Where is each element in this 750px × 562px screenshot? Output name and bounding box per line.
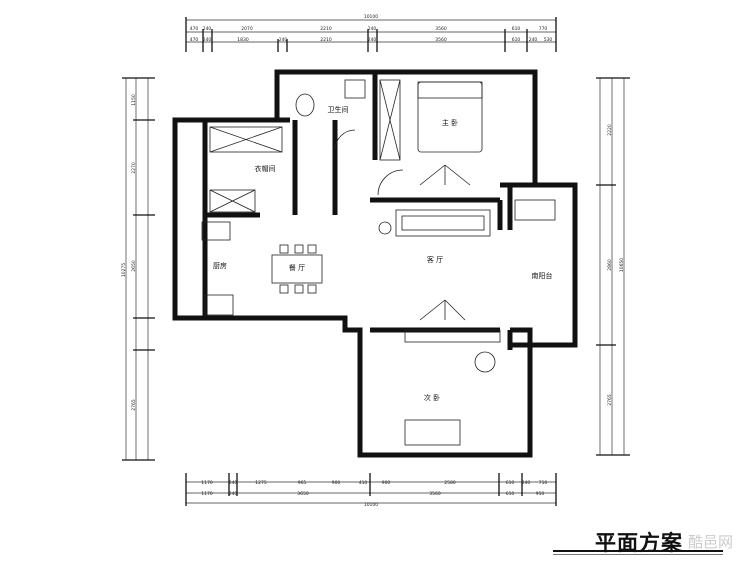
dim-label: 410 (359, 480, 368, 486)
dim-label: 2580 (444, 480, 456, 486)
left-dimensions: 10275 1150 2270 2650 2765 (121, 77, 155, 461)
dim-label: 2070 (241, 26, 253, 32)
title-underline (553, 550, 723, 552)
dim-label: 2765 (131, 399, 137, 411)
dim-label: 1150 (131, 94, 137, 106)
room-label-living: 客 厅 (427, 255, 443, 264)
cloak-cabinet (209, 126, 283, 153)
dim-label: 3560 (429, 491, 441, 497)
dim-label: 240 (368, 37, 377, 43)
right-dimensions: 2220 2860 2765 10650 (596, 77, 630, 456)
kitchen-sink (201, 221, 231, 241)
dim-label: 900 (332, 480, 341, 486)
dining-table (271, 254, 323, 284)
dim-label: 240 (203, 37, 212, 43)
stove (204, 294, 234, 316)
room-label-cloakroom: 衣帽间 (255, 164, 276, 173)
sofa (395, 209, 491, 237)
dim-top-total: 10100 (364, 14, 378, 20)
drawing-title: 平面方案 (595, 531, 683, 555)
dim-label: 240 (229, 480, 238, 486)
dim-label: 470 (190, 26, 199, 32)
basin (344, 79, 366, 99)
dim-label: 240 (529, 37, 538, 43)
dim-label: 1170 (201, 491, 213, 497)
dim-label: 240 (229, 491, 238, 497)
dim-label: 610 (512, 26, 521, 32)
room-label-balcony: 南阳台 (532, 271, 553, 280)
room-label-kitchen: 厨房 (213, 261, 227, 270)
watermark: 酷邑网 (688, 533, 734, 551)
top-dimensions: 10100 470 240 2070 2210 240 3560 610 770… (185, 14, 557, 52)
dim-label: 1170 (201, 480, 213, 486)
dim-label: 610 (512, 37, 521, 43)
dim-label: 470 (190, 37, 199, 43)
lamp (378, 221, 392, 235)
dim-label: 2765 (607, 394, 613, 406)
second-bed (404, 419, 461, 446)
toilet (295, 93, 315, 117)
bottom-dimensions: 1170 240 1275 965 900 410 900 2580 610 2… (185, 473, 557, 508)
dim-label: 240 (279, 37, 288, 43)
dim-label: 1830 (237, 37, 249, 43)
dim-label: 710 (539, 480, 548, 486)
dim-label: 2220 (607, 124, 613, 136)
title-underline-thin (553, 554, 723, 555)
dim-label: 240 (368, 26, 377, 32)
dim-label: 3650 (297, 491, 309, 497)
dim-label: 240 (203, 26, 212, 32)
wardrobe (379, 79, 401, 161)
door-swing (377, 169, 404, 196)
dim-label: 2860 (607, 259, 613, 271)
dim-label: 2270 (131, 162, 137, 174)
dim-label: 770 (539, 26, 548, 32)
dim-label: 2210 (320, 37, 332, 43)
balcony-cabinet (514, 199, 556, 221)
walls (172, 69, 578, 458)
dim-label: 900 (382, 480, 391, 486)
bed (417, 81, 483, 153)
dim-label: 965 (298, 480, 307, 486)
round-table (474, 351, 496, 373)
furniture (201, 79, 556, 446)
dim-label: 2210 (320, 26, 332, 32)
dim-label: 610 (506, 480, 515, 486)
dim-label: 610 (506, 491, 515, 497)
room-label-master-bedroom: 主 卧 (442, 118, 458, 127)
dim-label: 2650 (131, 260, 137, 272)
tv-cabinet (404, 329, 501, 343)
door-swing (334, 129, 356, 151)
dim-right-total: 10650 (619, 258, 625, 272)
dim-left-total: 10275 (121, 263, 127, 277)
dim-label: 240 (522, 480, 531, 486)
dim-label: 3560 (435, 37, 447, 43)
dim-label: 3560 (435, 26, 447, 32)
dim-bottom-total: 10100 (364, 502, 378, 508)
dim-label: 530 (544, 37, 553, 43)
room-label-second-bedroom: 次 卧 (424, 393, 440, 402)
dim-label: 950 (536, 491, 545, 497)
dim-label: 1275 (255, 480, 267, 486)
room-labels: 卫生间 衣帽间 主 卧 餐 厅 客 厅 厨房 南阳台 次 卧 (213, 105, 553, 402)
room-label-bathroom: 卫生间 (328, 105, 349, 114)
room-label-dining: 餐 厅 (289, 263, 305, 272)
